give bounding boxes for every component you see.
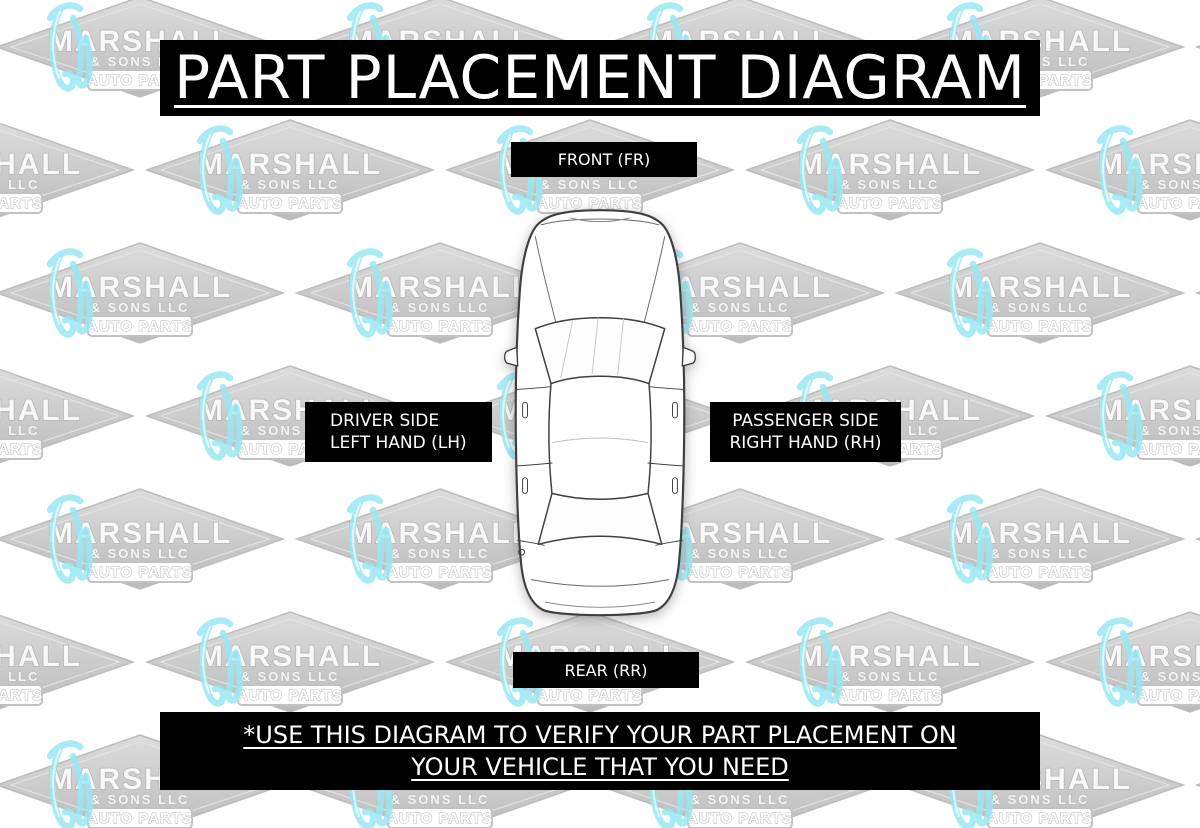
right-mirror	[681, 346, 696, 367]
door-seam	[516, 386, 552, 390]
watermark-logo-instance	[747, 120, 1033, 220]
passenger-side-label-text: PASSENGER SIDE RIGHT HAND (RH)	[729, 410, 881, 455]
driver-side-label: DRIVER SIDE LEFT HAND (LH)	[305, 402, 492, 462]
roof-line	[552, 437, 648, 443]
door-seam	[647, 462, 685, 467]
watermark-logo-instance	[0, 366, 133, 466]
windshield-shading	[591, 317, 599, 375]
driver-side-label-text: DRIVER SIDE LEFT HAND (LH)	[330, 410, 467, 455]
watermark-logo-instance	[0, 612, 133, 712]
driver-side-line2: LEFT HAND (LH)	[330, 433, 467, 453]
watermark-logo-instance	[1047, 366, 1200, 466]
front-label: FRONT (FR)	[511, 142, 697, 177]
windshield	[534, 316, 666, 385]
footer-note-banner: *USE THIS DIAGRAM TO VERIFY YOUR PART PL…	[160, 712, 1040, 790]
title-banner: PART PLACEMENT DIAGRAM	[160, 40, 1040, 116]
watermark-logo-instance	[747, 612, 1033, 712]
car-top-view-diagram	[502, 200, 698, 628]
passenger-side-line2: RIGHT HAND (RH)	[729, 433, 882, 453]
door-seam	[648, 386, 684, 390]
watermark-logo-instance	[897, 243, 1183, 343]
watermark-logo-instance	[147, 120, 433, 220]
passenger-side-label: PASSENGER SIDE RIGHT HAND (RH)	[710, 402, 901, 462]
watermark-logo-instance	[0, 120, 133, 220]
door-handle	[672, 401, 678, 419]
page-title: PART PLACEMENT DIAGRAM	[174, 43, 1026, 113]
watermark-logo-instance	[897, 489, 1183, 589]
watermark-logo-instance	[1047, 612, 1200, 712]
rear-label-text: REAR (RR)	[564, 660, 648, 680]
rear-bumper-line	[544, 601, 656, 608]
footer-note-line1: *USE THIS DIAGRAM TO VERIFY YOUR PART PL…	[243, 720, 957, 749]
windshield-shading	[617, 318, 625, 376]
grille-line	[570, 217, 630, 223]
car-top-view-svg	[504, 209, 696, 617]
windshield-shading	[560, 320, 574, 379]
door-handle	[522, 401, 528, 419]
watermark-logo-instance	[1047, 120, 1200, 220]
front-label-text: FRONT (FR)	[557, 150, 651, 169]
watermark-logo-instance	[147, 612, 433, 712]
trunk-crease	[530, 579, 670, 587]
roof-rail-left	[548, 382, 553, 495]
rear-window	[537, 492, 663, 546]
door-seam	[655, 539, 683, 546]
watermark-logo-instance	[0, 243, 283, 343]
passenger-side-line1: PASSENGER SIDE	[732, 410, 879, 431]
rear-label: REAR (RR)	[513, 652, 699, 688]
front-bumper-line	[540, 218, 660, 226]
door-seam	[515, 462, 553, 467]
watermark-logo-instance	[0, 489, 283, 589]
footer-note-line2: YOUR VEHICLE THAT YOU NEED	[411, 753, 789, 781]
left-mirror	[504, 346, 519, 367]
car-body-outline	[514, 209, 686, 617]
door-handle	[672, 477, 678, 494]
roof-rail-right	[647, 382, 652, 495]
door-seam	[517, 539, 545, 546]
door-handle	[522, 477, 528, 494]
fuel-cap	[518, 548, 526, 556]
driver-side-line1: DRIVER SIDE	[330, 410, 440, 431]
